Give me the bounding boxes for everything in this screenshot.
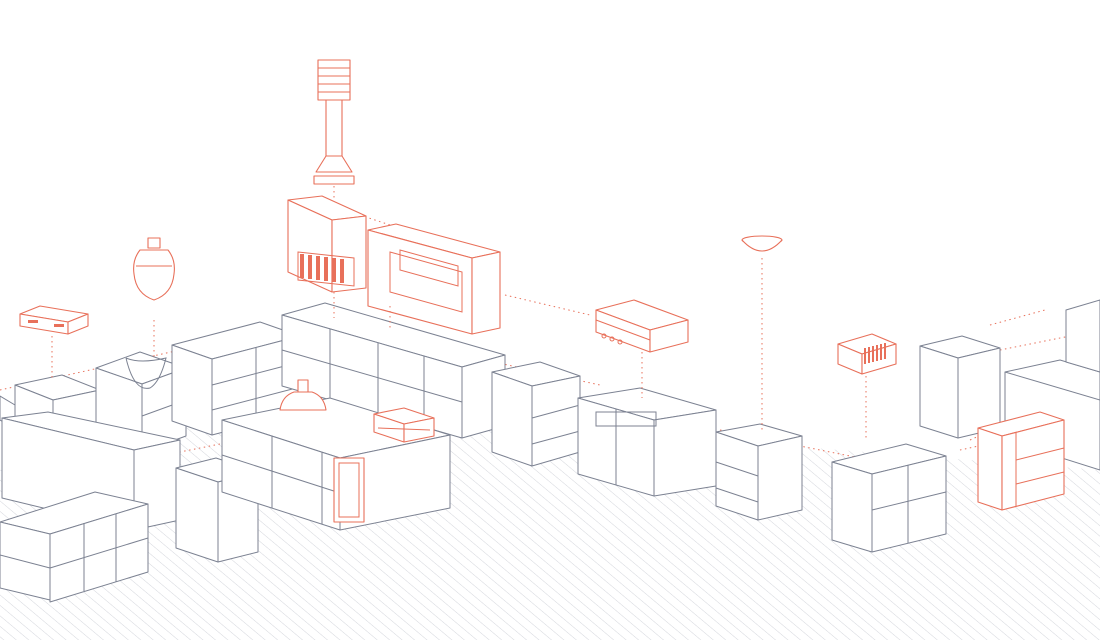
right-shelf-cabinet xyxy=(831,443,947,553)
long-back-shelf xyxy=(281,302,506,439)
oven-appliance-icon xyxy=(595,299,689,398)
central-island xyxy=(221,397,451,531)
plancha-griddle-icon xyxy=(19,305,89,378)
kamado-grill-icon xyxy=(133,237,175,360)
mid-open-cabinet xyxy=(715,423,803,521)
grill-box-icon xyxy=(373,407,435,443)
fireplace-module-icon xyxy=(287,195,367,318)
chimney-flue-icon xyxy=(313,59,355,200)
charcoal-grill-icon xyxy=(837,333,897,440)
front-left-shelf-unit xyxy=(0,491,149,603)
oven-counter xyxy=(577,387,717,497)
bowl-sink-icon xyxy=(741,235,783,430)
far-right-cabinet xyxy=(919,335,1001,439)
drawer-unit-icon xyxy=(977,411,1065,511)
shelf-cabinet-a xyxy=(171,321,301,436)
range-hood-icon xyxy=(279,379,327,411)
back-right-cabinet xyxy=(491,361,581,467)
wall-frame-module-icon xyxy=(367,223,501,335)
